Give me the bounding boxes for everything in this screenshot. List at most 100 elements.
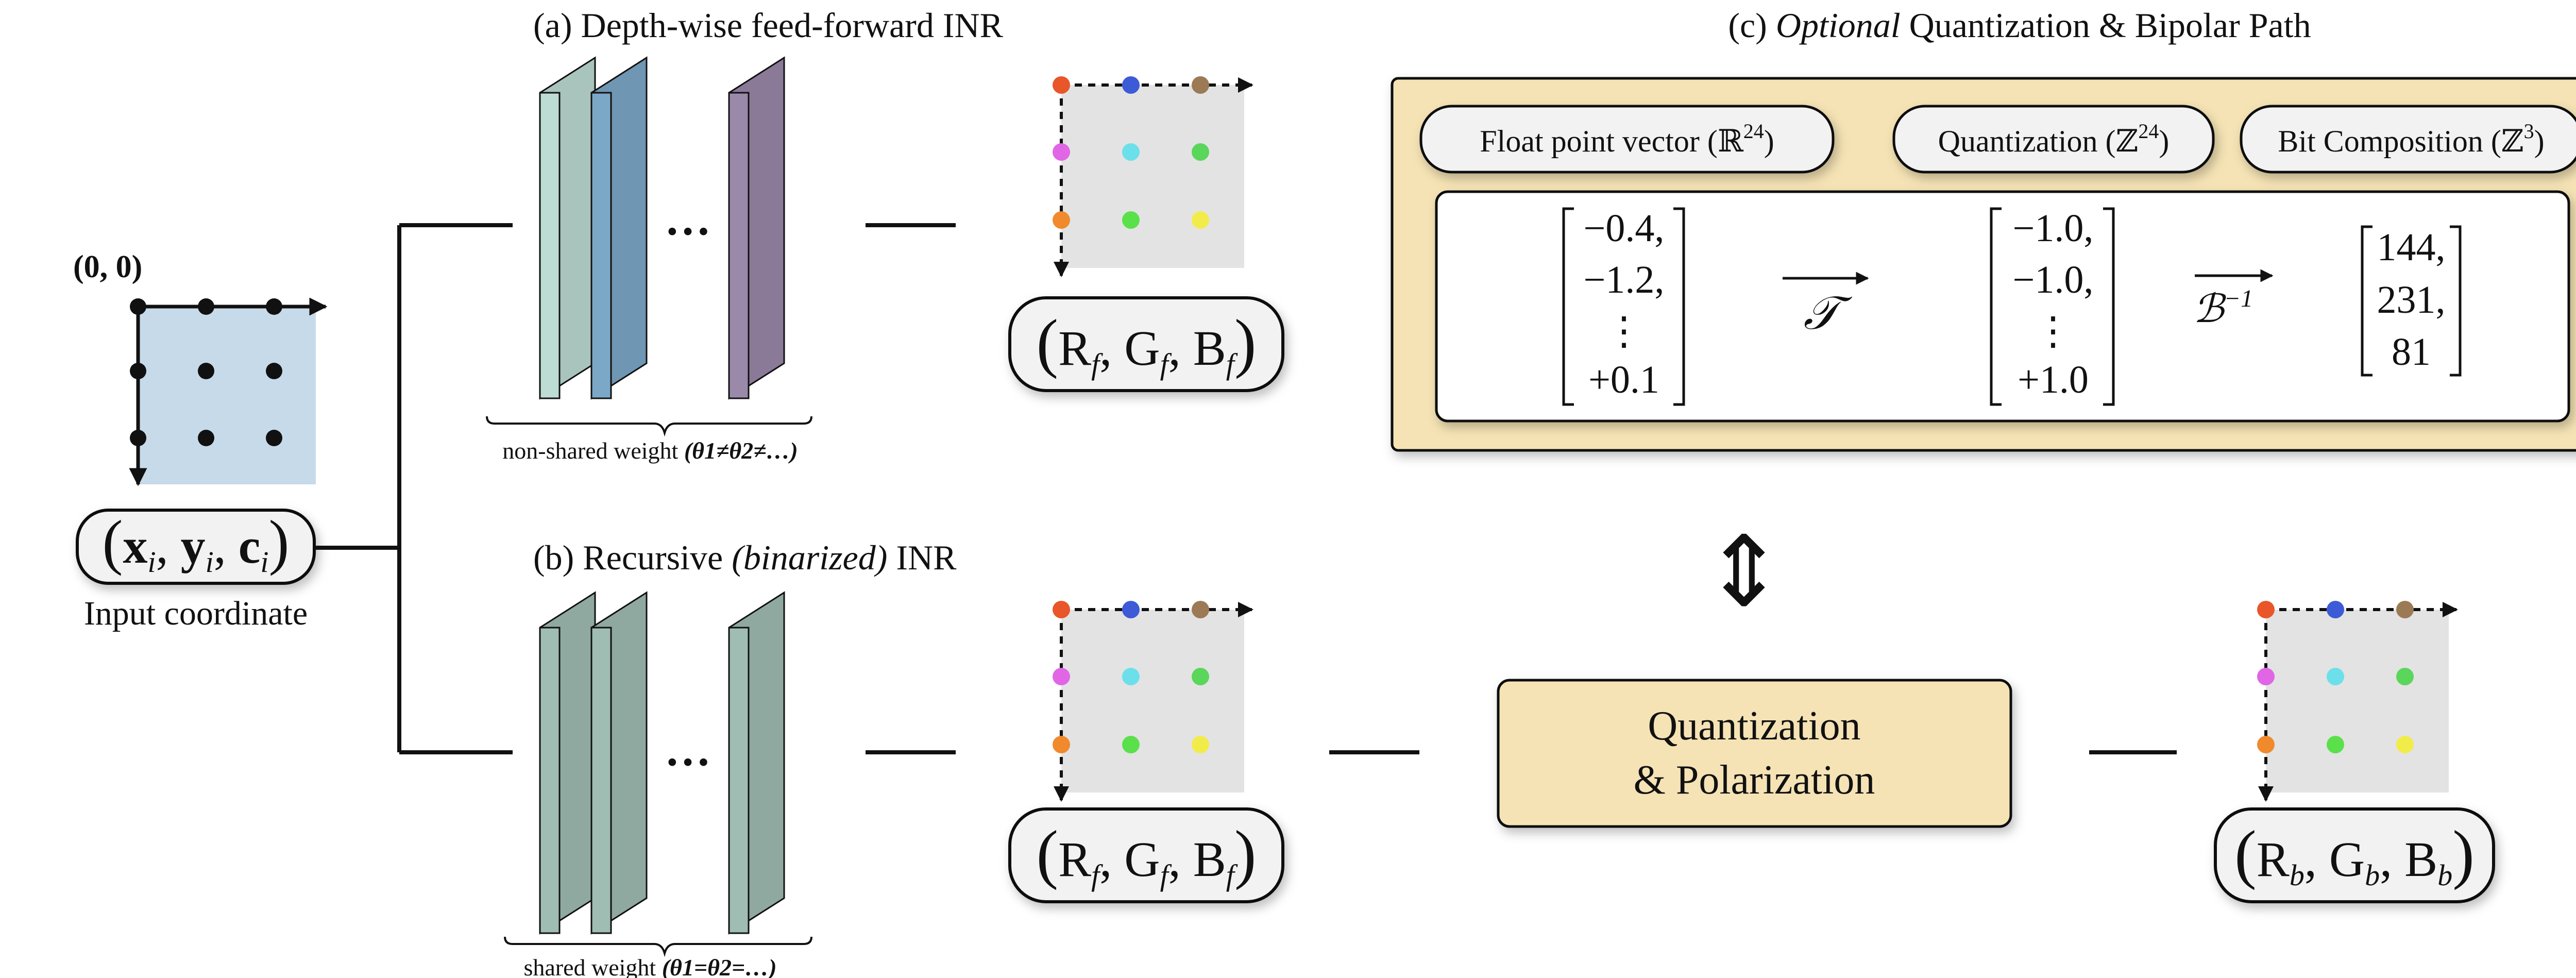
pixel-dot: [2257, 601, 2275, 618]
layer-a-1: [539, 56, 596, 400]
branch-connector: [315, 223, 513, 754]
pixel-dot: [1122, 668, 1140, 685]
pixel-grid-a: [1053, 76, 1253, 277]
pixel-dot: [2396, 601, 2414, 618]
output-pill: [1008, 296, 1284, 392]
bracket-right: [1673, 207, 1685, 406]
pixel-dot: [1122, 143, 1140, 161]
panel-a-output: (Rf, Gf, Bf): [1008, 296, 1284, 392]
input-caption: Input coordinate: [84, 595, 308, 632]
quantization-polarization-box: Quantization & Polarization: [1497, 679, 2012, 828]
input-point: [198, 430, 214, 446]
panel-b-output: (Rf, Gf, Bf): [1008, 807, 1284, 903]
output-tuple: (Rb, Gb, Bb): [2234, 817, 2475, 892]
panel-b-ellipsis: …: [665, 724, 711, 775]
pixel-dot: [1192, 601, 1209, 618]
matrix-entry: 231,: [2377, 278, 2446, 322]
panel-b-brace: [504, 936, 812, 957]
bracket-right: [2103, 207, 2115, 406]
matrix-entry: −1.0,: [2013, 207, 2094, 250]
panel-a-layers: [539, 56, 785, 400]
pixel-dot: [1053, 736, 1070, 753]
bracket-left: [1562, 207, 1574, 406]
quant-box-line2: & Polarization: [1634, 757, 1875, 803]
panel-b-title: (b) Recursive (binarized) INR: [533, 538, 957, 577]
pixel-dot: [2396, 668, 2414, 685]
input-coordinate-box: (xi, yi, ci) Input coordinate: [76, 508, 316, 632]
input-grid: (0, 0): [73, 249, 328, 486]
float-vector-pill: [1419, 105, 1835, 174]
output-tuple: (Rf, Gf, Bf): [1036, 306, 1256, 381]
matrix-entry: 81: [2392, 330, 2431, 374]
float-vector-label: Float point vector (ℝ24): [1480, 120, 1774, 158]
layer-a-2: [590, 56, 648, 400]
panel-a-title: (a) Depth-wise feed-forward INR: [533, 6, 1004, 45]
quant-box-background: [1497, 679, 2012, 828]
pixel-dot: [1122, 76, 1140, 94]
pixel-dot: [2257, 668, 2275, 685]
input-tuple: (xi, yi, ci): [103, 508, 290, 579]
pixel-dot: [1053, 76, 1070, 94]
pixel-dot: [1192, 211, 1209, 229]
layer-b-1: [539, 591, 596, 935]
pixel-dot: [1122, 736, 1140, 753]
pixel-dot: [2327, 601, 2344, 618]
input-grid-points: [130, 298, 282, 446]
panel-a-brace: [486, 416, 812, 437]
output-pill: [2214, 807, 2495, 903]
panel-b-layers: [539, 591, 785, 935]
pixel-dot: [1192, 668, 1209, 685]
panel-a-ellipsis: …: [665, 194, 711, 245]
layer-b-2: [590, 591, 648, 935]
matrix-entry: ⋮: [2033, 310, 2073, 353]
pixel-dot: [2257, 736, 2275, 753]
pixel-dot: [1053, 143, 1070, 161]
pixel-dot: [1053, 211, 1070, 229]
bracket-right: [2450, 225, 2462, 377]
layer-a-3: [728, 56, 785, 400]
input-point: [266, 430, 282, 446]
panel-a-brace-label: non-shared weight (θ1≠θ2≠…): [502, 437, 798, 464]
pixel-grid-b: [1053, 601, 1253, 802]
matrix-entry: −1.0,: [2013, 258, 2094, 301]
layer-b-3: [728, 591, 785, 935]
final-output: (Rb, Gb, Bb): [2214, 807, 2495, 903]
input-point: [266, 298, 282, 315]
pixel-dot: [1053, 668, 1070, 685]
matrix-entry: +0.1: [1588, 358, 1659, 401]
panel-c-pills: Float point vector (ℝ24) Quantization (ℤ…: [1419, 105, 2576, 174]
pixel-grid-background: [2266, 610, 2449, 792]
pixel-dot: [1122, 601, 1140, 618]
pixel-grid-final: [2257, 601, 2458, 802]
bit-composition-label: Bit Composition (ℤ3): [2278, 120, 2544, 158]
op-B: ℬ−1: [2193, 269, 2274, 331]
vector-panel: [1435, 190, 2570, 423]
pixel-grid-background: [1061, 610, 1244, 792]
input-grid-background: [138, 307, 316, 484]
input-point: [198, 298, 214, 315]
equivalence-arrow-icon: ⇕: [1703, 515, 1785, 629]
matrix-entry: 144,: [2377, 226, 2446, 269]
pixel-grid-background: [1061, 85, 1244, 268]
input-point: [198, 363, 214, 379]
quant-box-line1: Quantization: [1648, 703, 1860, 749]
quantization-label: Quantization (ℤ24): [1938, 120, 2170, 158]
matrix-entry: ⋮: [1604, 310, 1643, 353]
input-point: [266, 363, 282, 379]
quantization-pill: [1892, 105, 2215, 174]
op-B-symbol: ℬ−1: [2193, 285, 2253, 331]
input-point: [130, 430, 146, 446]
input-tuple-pill: [76, 509, 316, 585]
pixel-dot: [2396, 736, 2414, 753]
output-pill: [1008, 807, 1284, 903]
bit-vector-matrix: 144, 231, 81: [2361, 225, 2462, 377]
input-point: [130, 298, 146, 315]
panel-c-title: (c) Optional Quantization & Bipolar Path: [1728, 6, 2311, 45]
pixel-dot: [2327, 736, 2344, 753]
output-tuple: (Rf, Gf, Bf): [1036, 817, 1256, 892]
float-vector-matrix: −0.4, −1.2, ⋮ +0.1: [1562, 207, 1685, 406]
origin-label: (0, 0): [73, 249, 142, 284]
input-point: [130, 363, 146, 379]
pixel-dot: [1192, 143, 1209, 161]
